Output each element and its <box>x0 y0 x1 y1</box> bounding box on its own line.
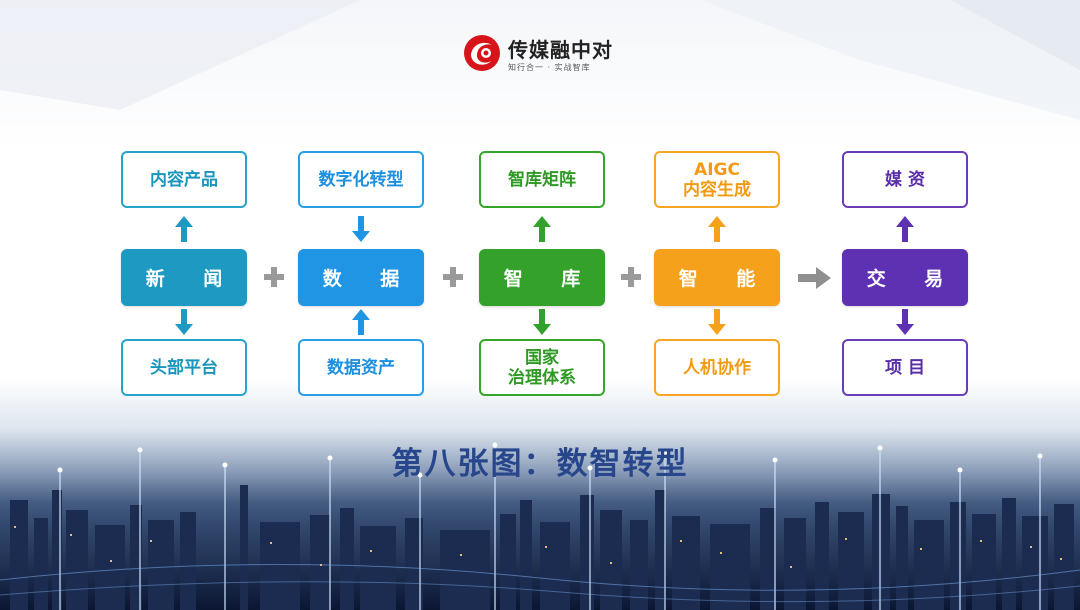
top-box-trade: 媒 资 <box>842 151 968 208</box>
top-box-label: 数字化转型 <box>318 169 404 190</box>
bottom-box-label: 项 目 <box>885 357 925 378</box>
logo-subtitle: 知行合一 · 实战智库 <box>508 63 591 72</box>
main-box-intelligence: 智 能 <box>654 249 780 306</box>
plus-icon <box>443 267 463 287</box>
bottom-box-label-line2: 治理体系 <box>508 367 576 388</box>
top-box-intelligence: AIGC 内容生成 <box>654 151 780 208</box>
main-box-data: 数 据 <box>298 249 424 306</box>
top-box-label: 媒 资 <box>885 169 925 190</box>
down-arrow-icon <box>708 309 726 335</box>
up-arrow-icon <box>352 309 370 335</box>
main-box-trade: 交 易 <box>842 249 968 306</box>
top-box-news: 内容产品 <box>121 151 247 208</box>
down-arrow-icon <box>352 216 370 242</box>
bottom-box-data: 数据资产 <box>298 339 424 396</box>
down-arrow-icon <box>175 309 193 335</box>
bottom-box-news: 头部平台 <box>121 339 247 396</box>
top-box-label: 智库矩阵 <box>508 169 576 190</box>
up-arrow-icon <box>533 216 551 242</box>
top-box-label: 内容产品 <box>150 169 218 190</box>
logo-emblem-icon <box>464 35 500 71</box>
bottom-box-label: 头部平台 <box>150 357 218 378</box>
bottom-box-thinktank: 国家 治理体系 <box>479 339 605 396</box>
city-skyline-background <box>0 430 1080 610</box>
right-arrow-icon <box>798 267 831 289</box>
bottom-box-trade: 项 目 <box>842 339 968 396</box>
up-arrow-icon <box>708 216 726 242</box>
top-box-label-line1: AIGC <box>694 159 740 180</box>
up-arrow-icon <box>896 216 914 242</box>
plus-icon <box>264 267 284 287</box>
logo-title: 传媒融中对 <box>508 38 613 62</box>
top-box-data: 数字化转型 <box>298 151 424 208</box>
top-box-label-line2: 内容生成 <box>683 179 751 200</box>
plus-icon <box>621 267 641 287</box>
diagram-caption: 第八张图：数智转型 <box>391 446 689 482</box>
bottom-box-label: 数据资产 <box>327 357 395 378</box>
main-box-news: 新 闻 <box>121 249 247 306</box>
bottom-box-intelligence: 人机协作 <box>654 339 780 396</box>
brand-logo: 传媒融中对 知行合一 · 实战智库 <box>462 33 632 75</box>
main-box-thinktank: 智 库 <box>479 249 605 306</box>
top-box-thinktank: 智库矩阵 <box>479 151 605 208</box>
background-decoration <box>0 0 1080 120</box>
up-arrow-icon <box>175 216 193 242</box>
down-arrow-icon <box>533 309 551 335</box>
bottom-box-label: 人机协作 <box>683 357 751 378</box>
down-arrow-icon <box>896 309 914 335</box>
bottom-box-label-line1: 国家 <box>525 347 559 368</box>
